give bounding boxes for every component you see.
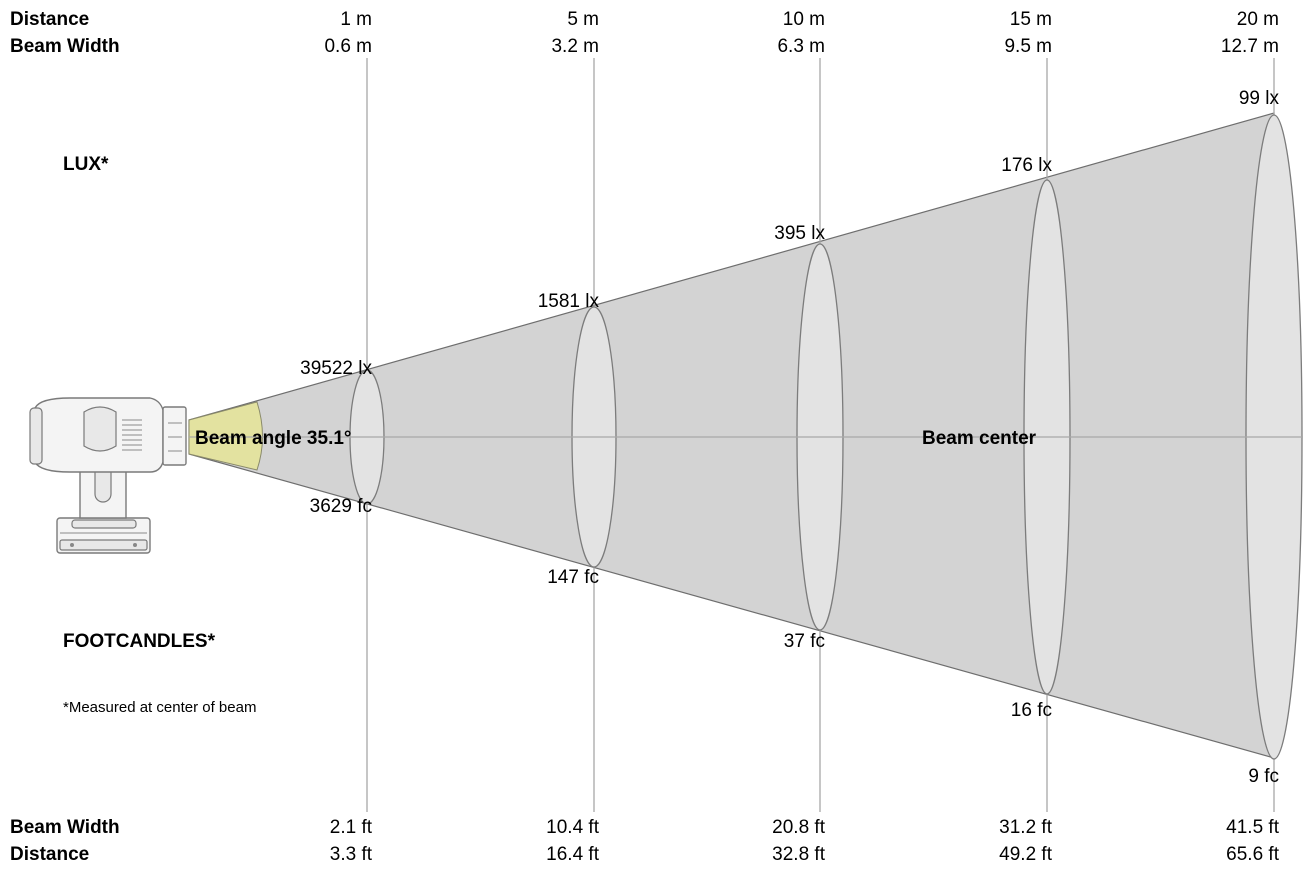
distance-ft-2: 32.8 ft <box>772 844 826 865</box>
header-distance-label: Distance <box>10 9 89 30</box>
beam-angle-label: Beam angle 35.1° <box>195 428 352 449</box>
column-values: 1 m 0.6 m 39522 lx 3629 fc 2.1 ft 3.3 ft 5 m 3.… <box>300 9 1280 865</box>
lux-value-2: 395 lx <box>774 223 825 244</box>
beam-width-ft-1: 10.4 ft <box>546 817 600 838</box>
beam-width-ft-3: 31.2 ft <box>999 817 1053 838</box>
moving-head-fixture-icon <box>29 397 187 554</box>
distance-m-0: 1 m <box>340 9 372 30</box>
lux-section-label: LUX* <box>63 154 109 175</box>
lux-value-1: 1581 lx <box>538 291 600 312</box>
lux-value-3: 176 lx <box>1001 155 1052 176</box>
fc-value-2: 37 fc <box>784 631 825 652</box>
footer-distance-label: Distance <box>10 844 89 865</box>
beam-width-m-0: 0.6 m <box>324 36 372 57</box>
footcandles-section-label: FOOTCANDLES* <box>63 631 216 652</box>
beam-width-ft-2: 20.8 ft <box>772 817 826 838</box>
footnote: *Measured at center of beam <box>63 699 256 716</box>
beam-width-ft-4: 41.5 ft <box>1226 817 1280 838</box>
beam-width-m-1: 3.2 m <box>551 36 599 57</box>
beam-width-ft-0: 2.1 ft <box>330 817 373 838</box>
lux-value-0: 39522 lx <box>300 358 372 379</box>
lux-value-4: 99 lx <box>1239 88 1280 109</box>
beam-width-m-2: 6.3 m <box>777 36 825 57</box>
distance-ft-1: 16.4 ft <box>546 844 600 865</box>
distance-m-2: 10 m <box>783 9 825 30</box>
header-beam-width-label: Beam Width <box>10 36 120 57</box>
distance-m-1: 5 m <box>567 9 599 30</box>
distance-ft-0: 3.3 ft <box>330 844 373 865</box>
fc-value-3: 16 fc <box>1011 700 1052 721</box>
distance-m-4: 20 m <box>1237 9 1279 30</box>
beam-width-m-3: 9.5 m <box>1004 36 1052 57</box>
fc-value-0: 3629 fc <box>310 496 372 517</box>
footer-beam-width-label: Beam Width <box>10 817 120 838</box>
distance-ft-4: 65.6 ft <box>1226 844 1280 865</box>
beam-angle-wedge <box>188 401 263 471</box>
fc-value-4: 9 fc <box>1248 766 1279 787</box>
fc-value-1: 147 fc <box>547 567 599 588</box>
distance-ft-3: 49.2 ft <box>999 844 1053 865</box>
beam-width-m-4: 12.7 m <box>1221 36 1279 57</box>
beam-center-label: Beam center <box>922 428 1037 449</box>
distance-m-3: 15 m <box>1010 9 1052 30</box>
